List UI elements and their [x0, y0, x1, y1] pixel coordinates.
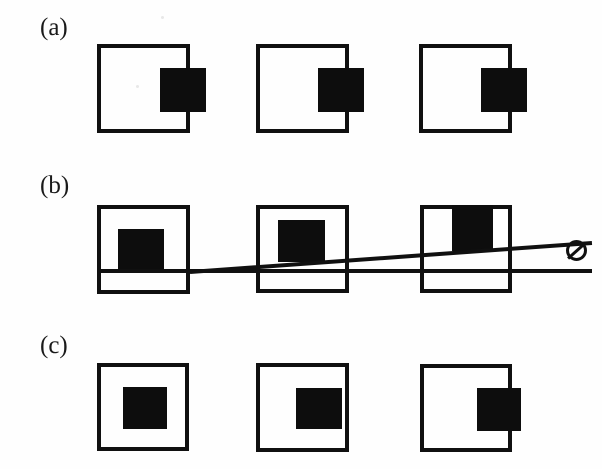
- null-circle-icon: [566, 240, 587, 261]
- row-label-a: (a): [40, 14, 68, 41]
- black-square-a-3: [481, 68, 527, 112]
- black-square-c-3: [477, 388, 521, 431]
- black-square-b-2: [278, 220, 325, 262]
- row-label-b: (b): [40, 172, 70, 199]
- scan-speckle: [161, 16, 164, 19]
- black-square-a-1: [160, 68, 206, 112]
- scan-speckle: [136, 85, 139, 88]
- black-square-c-1: [123, 387, 167, 429]
- outline-square-b-2: [256, 205, 349, 293]
- outline-square-c-1: [97, 363, 189, 451]
- baseline-horizontal: [97, 269, 592, 273]
- black-square-c-2: [296, 388, 342, 429]
- outline-square-c-2: [256, 363, 349, 452]
- black-square-b-1: [118, 229, 164, 271]
- outline-square-b-1: [97, 205, 190, 294]
- row-label-c: (c): [40, 332, 68, 359]
- black-square-a-2: [318, 68, 364, 112]
- black-square-b-3: [452, 205, 493, 251]
